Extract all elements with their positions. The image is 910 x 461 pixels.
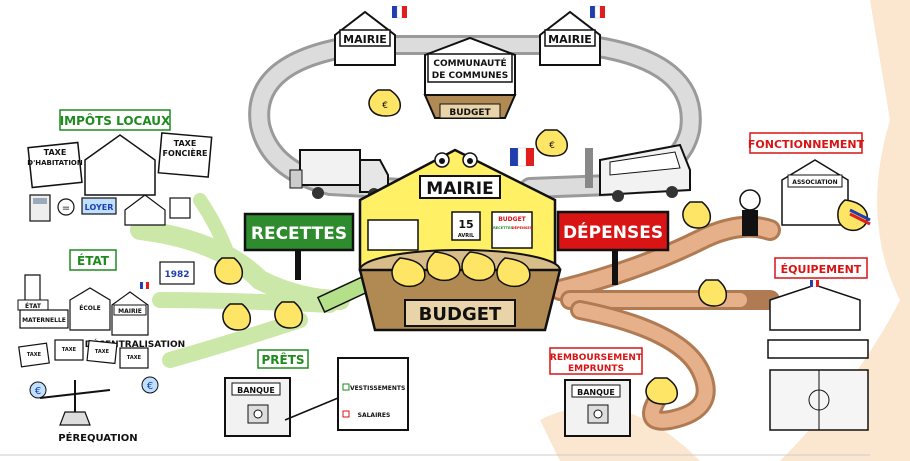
fonctionnement-section: FONCTIONNEMENT ASSOCIATION [739,132,871,236]
equipement-label: ÉQUIPEMENT [781,263,862,276]
taxe-fonciere-line2: FONCIÈRE [163,147,208,158]
flag-icon [810,279,819,288]
budget-top-label: BUDGET [449,108,491,118]
banque-left-label: BANQUE [237,386,275,395]
euro-icon: = [57,198,75,216]
depenses-sign: DÉPENSES [556,210,670,285]
perequation-label: PÉREQUATION [58,431,137,444]
mairie-top-right-label: MAIRIE [548,33,592,46]
calculator-icon [29,194,51,222]
maternelle-label: MATERNELLE [22,317,66,324]
recettes-sign: RECETTES [243,212,355,280]
central-mairie-house: MAIRIE 15 AVRIL BUDGET RECETTES DÉPENSES [358,147,557,272]
remboursement-line2: EMPRUNTS [568,364,624,374]
etat-sign-label: ÉTAT [25,302,42,310]
mairie-house-top-left: MAIRIE [334,5,407,66]
svg-text:€: € [147,381,153,392]
investissements-label: INVESTISSEMENTS [343,385,406,392]
communaute-de-communes: COMMUNAUTÉ DE COMMUNES BUDGET [423,36,517,119]
mairie-center-label: MAIRIE [426,179,493,199]
association-label: ASSOCIATION [792,179,837,186]
safe-icon: BANQUE [224,377,291,437]
loyer-label: LOYER [85,203,114,212]
taxe-habitation-line2: D'HABITATION [27,159,83,167]
money-bag-icon: € [535,129,569,157]
ecole-label: ÉCOLE [79,304,101,312]
flag-icon [140,281,149,290]
mairie-small-label: MAIRIE [118,308,142,315]
fonctionnement-label: FONCTIONNEMENT [748,138,865,151]
depenses-label: DÉPENSES [563,221,663,243]
etat-section: ÉTAT ÉTAT MATERNELLE ÉCOLE MAIRIE 1982 D… [17,249,195,350]
year-label: 1982 [164,270,189,280]
taxe-habitation-line1: TAXE [44,148,67,157]
flag-icon [590,5,605,19]
taxe-small-1: TAXE [27,352,42,358]
taxe-small-4: TAXE [127,355,142,361]
euro-icon: € [29,381,47,399]
communaute-label-line2: DE COMMUNES [432,71,508,81]
board-depenses: DÉPENSES [512,225,533,230]
board-recettes: RECETTES [493,226,513,230]
budget-main-label: BUDGET [419,304,502,325]
money-bag-icon [214,201,728,331]
etat-label: ÉTAT [77,253,110,268]
calendar-day: 15 [458,218,473,231]
flag-icon [510,147,534,167]
euro-icon: € [141,376,159,394]
money-bag-icon [645,377,679,405]
calendar-month: AVRIL [458,233,475,239]
banque-right-label: BANQUE [577,388,615,397]
recettes-flows [130,193,390,368]
safe-icon: BANQUE [564,379,631,437]
calendar-icon: 15 AVRIL [451,211,481,241]
perequation-section: TAXE TAXE TAXE TAXE € € PÉREQUATION [18,339,159,444]
salaires-label: SALAIRES [358,412,391,419]
impots-locaux-label: IMPÔTS LOCAUX [60,113,171,128]
taxe-small-3: TAXE [95,349,110,355]
taxe-small-2: TAXE [62,347,77,353]
bus-icon [585,143,691,202]
budget-board: BUDGET RECETTES DÉPENSES [491,211,533,249]
communaute-label-line1: COMMUNAUTÉ [433,57,506,69]
house-icon: ASSOCIATION [781,159,849,226]
flag-icon [392,5,407,19]
mairie-top-left-label: MAIRIE [343,33,387,46]
money-bag-icon [391,251,531,288]
prets-section: PRÊTS BANQUE INVESTISSEMENTS SALAIRES [224,349,409,437]
budget-board-title: BUDGET [498,216,526,223]
money-bag-icon: € [368,89,402,117]
taxe-fonciere-line1: TAXE [174,139,197,148]
impots-locaux-section: IMPÔTS LOCAUX TAXE D'HABITATION TAXE FON… [27,109,213,226]
svg-text:€: € [382,101,388,111]
svg-text:=: = [62,203,70,214]
remboursement-line1: REMBOURSEMENT [550,353,643,363]
svg-text:€: € [35,386,41,397]
equipement-section: ÉQUIPEMENT [767,257,869,431]
svg-text:€: € [549,141,555,151]
mairie-house-top-right: MAIRIE [539,5,605,66]
recettes-label: RECETTES [251,224,347,244]
prets-label: PRÊTS [261,352,304,367]
budget-basket: BUDGET [358,249,562,332]
remboursement-section: REMBOURSEMENT EMPRUNTS BANQUE [549,347,679,437]
